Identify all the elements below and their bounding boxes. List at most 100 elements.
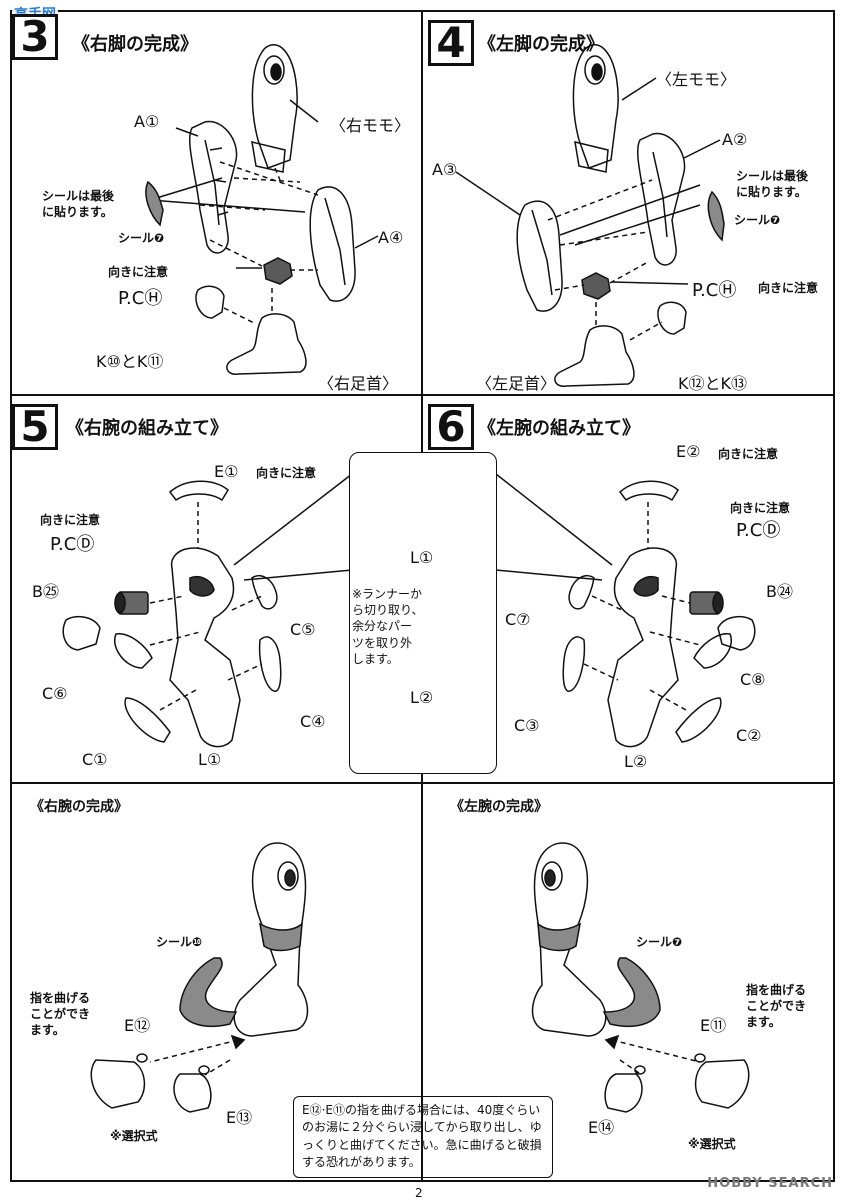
pc-h-joint-left [582,273,610,299]
c1-label: C① [82,750,108,769]
a3-label: A③ [432,160,458,179]
e11-label: E⑪ [700,1016,727,1035]
c6-piece [115,634,152,668]
step3-seal-label: シール❼ [118,231,165,245]
left-finger-note: 指を曲げる ことができ ます。 [746,983,807,1030]
a3-leg-half [517,201,562,311]
step4-seal-label: シール❼ [734,213,781,227]
left-ankle-part [555,326,634,386]
step6-orient-note: 向きに注意 [730,501,791,515]
e1-label: E① [214,462,239,481]
c5-label: C⑤ [290,620,316,639]
c7-label: C⑦ [505,610,531,629]
pc-d-cylinder-left [690,592,723,614]
page-number: 2 [415,1186,423,1200]
left-thigh-part [573,45,618,172]
l1-label: L① [198,750,222,769]
c7-piece [569,576,594,609]
left-upper-arm [608,548,678,747]
c8-label: C⑧ [740,670,766,689]
e2-shoulder-cap [620,481,678,500]
e12-label: E⑫ [124,1016,151,1035]
step-4-title: 《左脚の完成》 [478,34,604,55]
inset-l2-label: L② [410,688,434,707]
divider-col-top [421,10,423,394]
right-upper-arm [170,548,240,747]
pc-d-cylinder [115,592,148,614]
step-6-title: 《左腕の組み立て》 [478,418,640,439]
step6-pc-label: P.CⒹ [736,520,781,541]
divider-col-bottom [421,774,423,1182]
right-ankle-part [227,314,306,374]
k10-k11-label: K⑩とK⑪ [96,352,164,371]
left-arm-seal-label: シール❼ [636,935,683,949]
c3-label: C③ [514,716,540,735]
c6-label: C⑥ [42,684,68,703]
pc-h-joint [264,258,292,284]
e1-orient-note: 向きに注意 [256,466,317,480]
step3-orient-note: 向きに注意 [108,265,169,279]
c5-piece [252,576,277,609]
right-arm-seal-label: シール❿ [156,935,203,949]
left-arm-complete [533,843,661,1036]
e1-shoulder-cap [170,481,228,500]
c2-piece [676,698,721,742]
e13-hand [174,1066,211,1112]
right-thigh-label: 〈右モモ〉 [330,116,411,135]
c4-piece [260,637,281,691]
a2-leg-half [638,134,685,265]
step4-seal-note: シールは最後 に貼ります。 [736,169,809,200]
k12-piece [658,302,686,334]
step4-orient-note: 向きに注意 [758,281,819,295]
heat-bend-note: E⑫·E⑪の指を曲げる場合には、40度ぐらいのお湯に２分ぐらい浸してから取り出し… [293,1096,553,1178]
b24-label: B㉔ [766,582,793,601]
e12-hand [91,1054,147,1108]
step-4-number: 4 [428,20,474,66]
b25-piece [63,617,100,650]
inset-l1-label: L① [410,548,434,567]
l2-label: L② [624,752,648,771]
e11-hand [695,1054,749,1108]
right-arm-complete [180,843,308,1036]
runner-inset-box [349,452,497,774]
right-thigh-part [252,45,297,172]
b24-piece [718,617,755,650]
k12-k13-label: K⑫とK⑬ [678,374,747,393]
step5-pc-label: P.CⒹ [50,534,95,555]
right-finger-note: 指を曲げる ことができ ます。 [30,991,91,1038]
e2-orient-note: 向きに注意 [718,447,779,461]
left-arm-done-title: 《左腕の完成》 [450,799,548,815]
step-3-title: 《右脚の完成》 [72,34,198,55]
right-ankle-label: 〈右足首〉 [318,374,399,393]
e14-label: E⑭ [588,1118,615,1137]
left-ankle-label: 〈左足首〉 [476,374,557,393]
b25-label: B㉕ [32,582,59,601]
c8-piece [694,634,731,668]
a4-label: A④ [378,228,404,247]
step3-seal-note: シールは最後 に貼ります。 [42,189,115,220]
step-5-number: 5 [12,404,58,450]
step4-pc-label: P.CⒽ [692,280,737,301]
a1-leg-half [190,122,237,253]
step5-orient-note: 向きに注意 [40,513,101,527]
c3-piece [563,637,584,691]
a1-label: A① [134,112,160,131]
step-3-number: 3 [12,14,58,60]
divider-col-mid-a [421,394,423,452]
c1-piece [125,698,170,742]
e13-label: E⑬ [226,1108,253,1127]
step-5-title: 《右腕の組み立て》 [66,418,228,439]
a4-leg-half [310,187,355,301]
e2-label: E② [676,442,701,461]
e14-hand [605,1066,645,1112]
right-optional-note: ※選択式 [110,1129,158,1143]
step3-pc-label: P.CⒽ [118,288,163,309]
c4-label: C④ [300,712,326,731]
c2-label: C② [736,726,762,745]
k10-piece [196,286,224,318]
left-thigh-label: 〈左モモ〉 [656,70,737,89]
step-6-number: 6 [428,404,474,450]
a2-label: A② [722,130,748,149]
hobby-search-watermark: HOBBY SEARCH [707,1176,833,1191]
runner-cut-note: ※ランナーか ら切り取り、 余分なパー ツを取り外 します。 [352,587,424,666]
